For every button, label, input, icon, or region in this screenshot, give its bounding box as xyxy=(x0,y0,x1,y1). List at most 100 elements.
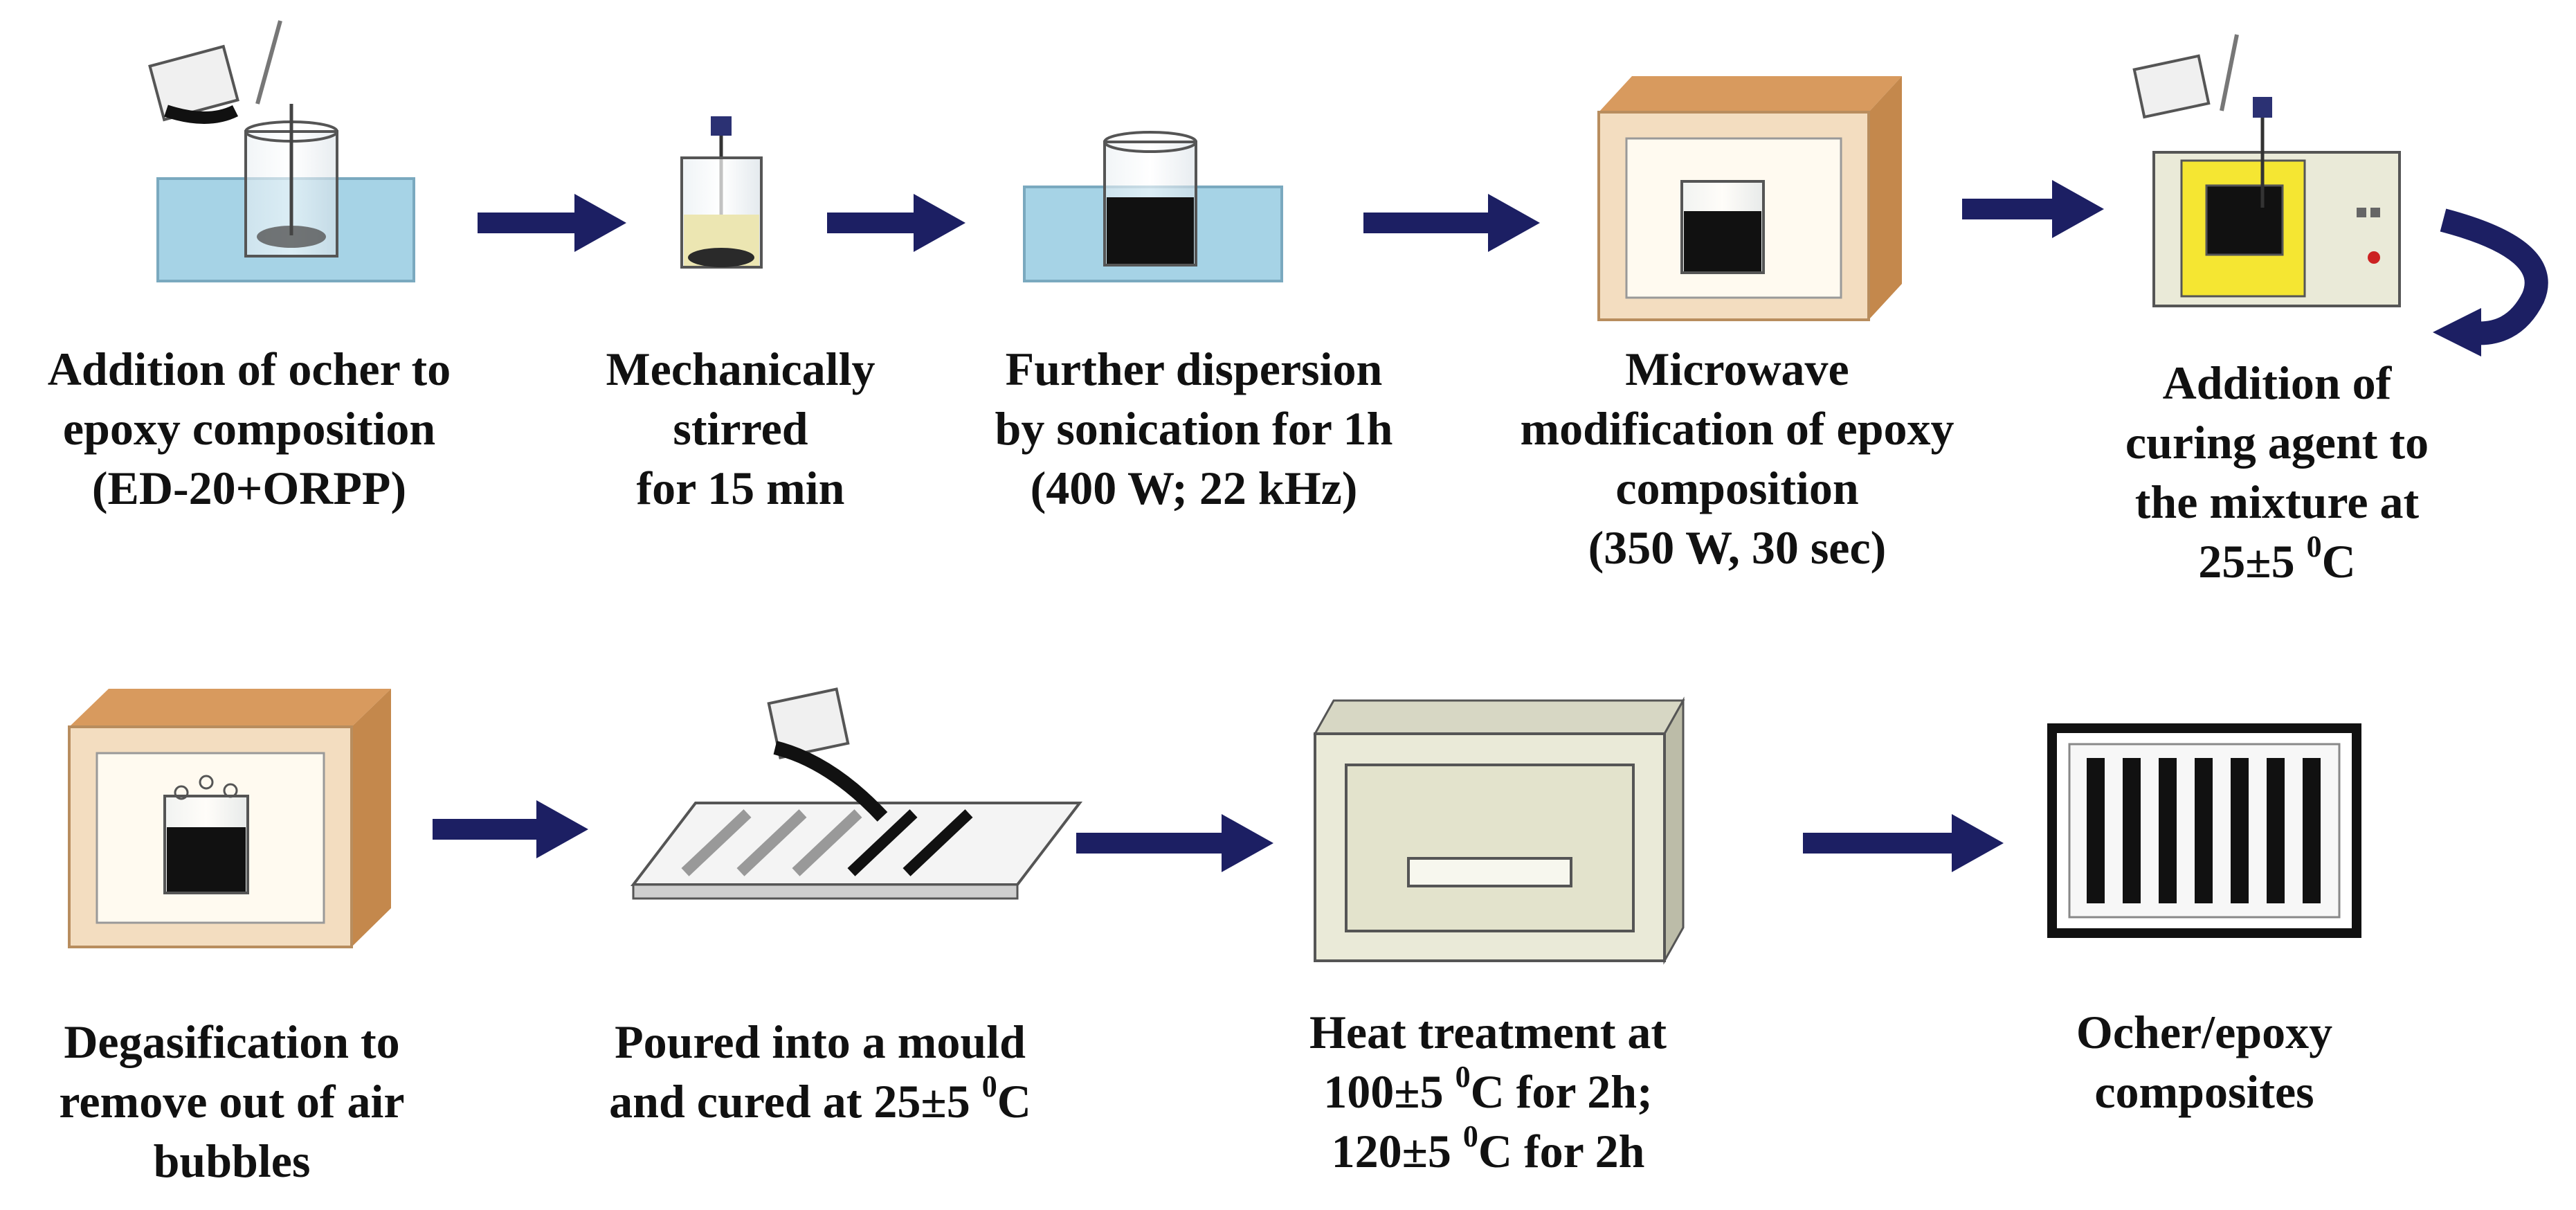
step7-label: Poured into a mould and cured at 25±5 0C xyxy=(609,1012,1031,1131)
step7-line1: Poured into a mould xyxy=(615,1015,1026,1068)
step1-line2: epoxy composition xyxy=(62,402,436,455)
curing-beaker xyxy=(2205,184,2284,256)
step7-temp-unit: C xyxy=(997,1075,1031,1128)
composite-bar xyxy=(2267,758,2285,903)
step2-illustration xyxy=(680,116,763,269)
step6-label: Degasification to remove out of air bubb… xyxy=(59,1012,404,1191)
mould-pour-stream xyxy=(773,741,888,822)
flow-arrow-4 xyxy=(1962,180,2104,238)
stirrer-motor xyxy=(711,116,732,136)
oven-top xyxy=(1313,699,1685,735)
step2-line3: for 15 min xyxy=(636,462,845,514)
dispersed-mixture xyxy=(1107,197,1194,264)
step5-temp: 25±5 0C xyxy=(2125,532,2429,591)
step4-illustration xyxy=(1597,76,1902,321)
step6-line3: bubbles xyxy=(153,1135,311,1187)
curing-agent-cup xyxy=(2132,54,2211,119)
flow-arrow-5 xyxy=(433,800,588,858)
poured-ocher xyxy=(164,105,239,124)
flow-arrow-shaft xyxy=(1363,213,1491,233)
mould-slot-3 xyxy=(792,809,862,876)
step2-line2: stirred xyxy=(673,402,808,455)
step5-label: Addition of curing agent to the mixture … xyxy=(2125,353,2429,591)
curing-spatula xyxy=(2220,34,2239,111)
composite-bar xyxy=(2087,758,2105,903)
step2-line1: Mechanically xyxy=(606,343,876,395)
flow-arrow-head xyxy=(1952,814,2004,872)
step7-temp-value: and cured at 25±5 xyxy=(609,1075,982,1128)
step3-line2: by sonication for 1h xyxy=(995,402,1393,455)
stirred-sediment xyxy=(688,248,754,267)
step7-temp-sup: 0 xyxy=(981,1069,997,1104)
step5-line2: curing agent to xyxy=(2125,416,2429,469)
step8-label: Heat treatment at 100±5 0C for 2h; 120±5… xyxy=(1309,1002,1667,1181)
composite-bar xyxy=(2303,758,2321,903)
air-bubble-1 xyxy=(174,785,189,800)
step9-label: Ocher/epoxy composites xyxy=(2076,1002,2332,1121)
degas-box-side xyxy=(352,689,391,947)
composite-bar xyxy=(2231,758,2249,903)
step6-illustration xyxy=(68,689,391,948)
step5-temp-unit: C xyxy=(2321,535,2356,588)
step4-line2: modification of epoxy xyxy=(1520,402,1954,455)
step6-line1: Degasification to xyxy=(64,1015,400,1068)
step3-label: Further dispersion by sonication for 1h … xyxy=(995,339,1393,518)
step8-temp1-unit: C for 2h; xyxy=(1470,1065,1653,1118)
flow-arrow-shaft xyxy=(433,819,540,840)
composite-bar xyxy=(2159,758,2177,903)
step1-illustration xyxy=(148,20,415,282)
step8-temp1-sup: 0 xyxy=(1455,1060,1471,1094)
composite-bars xyxy=(2087,758,2321,903)
flow-arrows xyxy=(433,180,2104,872)
air-bubble-2 xyxy=(199,775,214,790)
air-bubble-3 xyxy=(223,783,238,798)
sonication-beaker-rim xyxy=(1103,131,1197,153)
curing-stirrer-motor xyxy=(2253,97,2272,118)
microwave-side xyxy=(1869,76,1902,320)
mould-edge xyxy=(632,883,1019,900)
step1-line3: (ED-20+ORPP) xyxy=(91,462,407,514)
step2-label: Mechanically stirred for 15 min xyxy=(606,339,875,518)
step3-line1: Further dispersion xyxy=(1005,343,1383,395)
mould-slot-1 xyxy=(681,809,752,876)
flow-arrow-head xyxy=(574,194,626,252)
flow-arrow-head xyxy=(536,800,588,858)
step4-line3: composition xyxy=(1615,462,1859,514)
step7-illustration xyxy=(630,687,1083,900)
oven-side xyxy=(1663,696,1685,965)
step1-label: Addition of ocher to epoxy composition (… xyxy=(48,339,451,518)
step5-temp-sup: 0 xyxy=(2306,530,2322,564)
step5-line1: Addition of xyxy=(2162,356,2392,409)
flow-arrow-7 xyxy=(1803,814,2004,872)
step3-illustration xyxy=(1023,131,1283,282)
step4-line1: Microwave xyxy=(1625,343,1849,395)
step8-temp2-sup: 0 xyxy=(1462,1119,1478,1154)
step8-illustration xyxy=(1313,696,1685,965)
step9-line1: Ocher/epoxy xyxy=(2076,1006,2333,1058)
step4-line4: (350 W, 30 sec) xyxy=(1588,521,1887,574)
step8-temp2-unit: C for 2h xyxy=(1478,1125,1645,1177)
control-button-1 xyxy=(2357,208,2366,217)
flow-arrow-head xyxy=(1222,814,1273,872)
degas-box-top xyxy=(69,689,391,727)
flow-arrow-shaft xyxy=(478,213,578,233)
flow-arrow-head xyxy=(2052,180,2104,238)
flow-arrow-2 xyxy=(827,194,965,252)
step5-illustration xyxy=(2132,34,2401,307)
flow-arrow-shaft xyxy=(827,213,917,233)
step7-temp: and cured at 25±5 0C xyxy=(609,1072,1031,1131)
control-button-2 xyxy=(2370,208,2380,217)
oven-door xyxy=(1345,764,1635,932)
step8-temp1: 100±5 0C for 2h; xyxy=(1309,1062,1667,1121)
step8-line1: Heat treatment at xyxy=(1309,1006,1667,1058)
composite-bar xyxy=(2195,758,2213,903)
step8-temp2: 120±5 0C for 2h xyxy=(1309,1121,1667,1181)
return-arrow-curve xyxy=(2440,208,2548,345)
microwave-top xyxy=(1599,76,1902,112)
flow-arrow-shaft xyxy=(1962,199,2056,219)
flow-arrow-1 xyxy=(478,194,626,252)
flow-arrow-head xyxy=(1488,194,1540,252)
flow-arrow-3 xyxy=(1363,194,1540,252)
